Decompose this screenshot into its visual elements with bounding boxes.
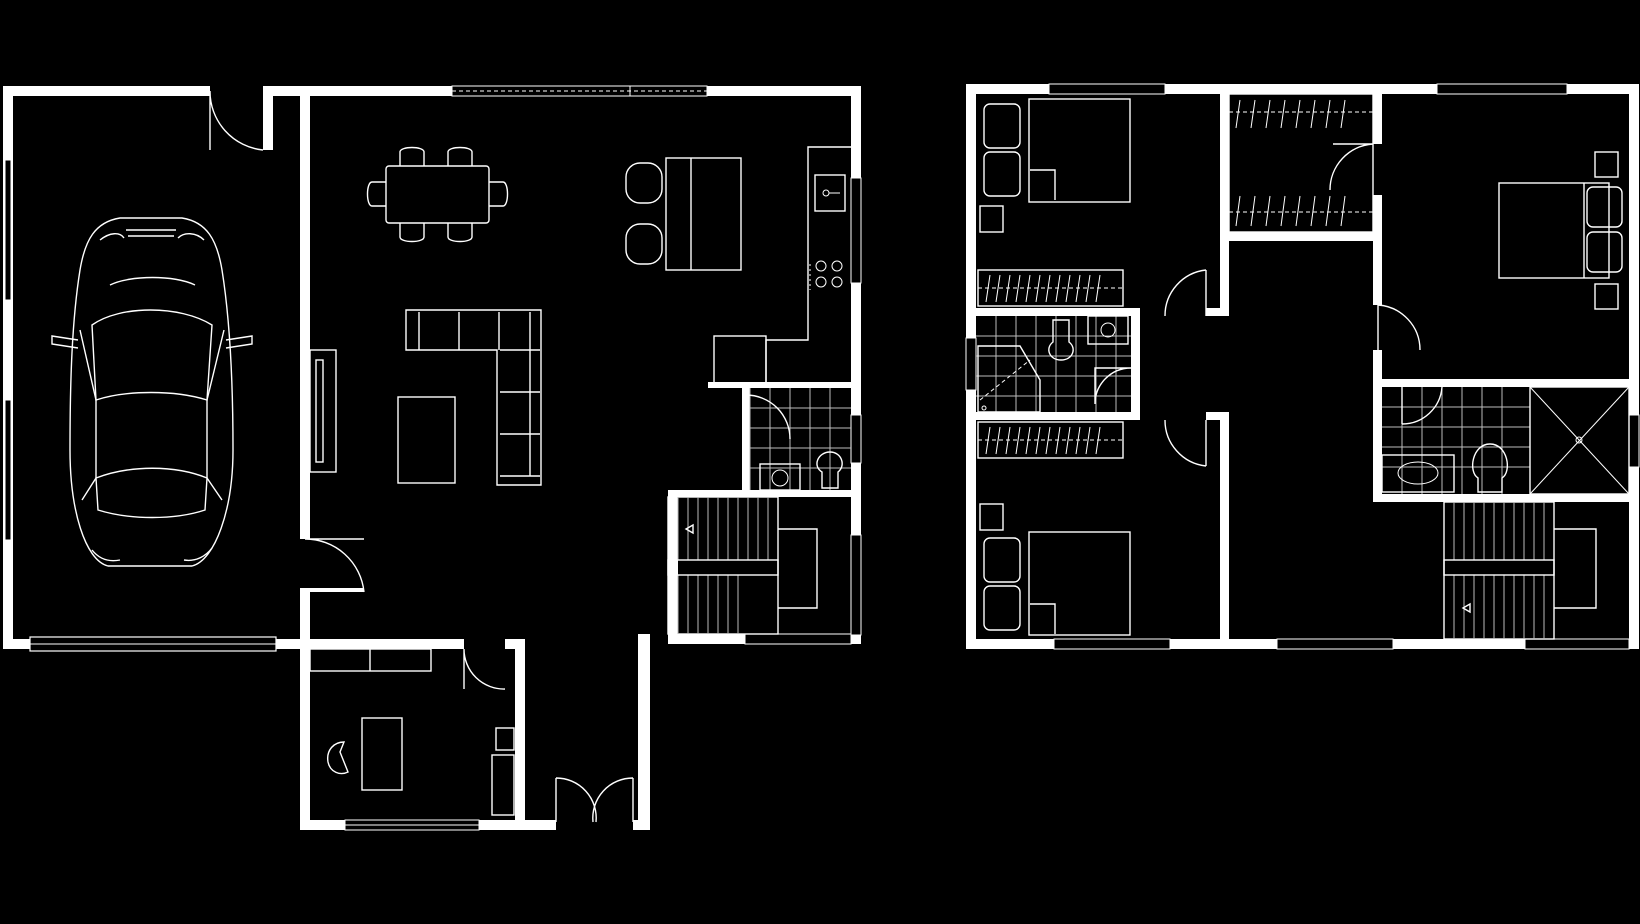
- sofa-icon: [405, 309, 542, 486]
- dining-table-icon: [366, 146, 509, 243]
- kitchen-island-icon: [625, 157, 742, 271]
- bedroom-1: [977, 98, 1131, 307]
- car-icon: [51, 217, 253, 567]
- kitchen-counter-icon: [713, 146, 851, 385]
- study: [309, 648, 515, 816]
- upper-stair: [1443, 501, 1597, 640]
- hall-door-bedroom-3: [1164, 419, 1207, 467]
- walk-in-closet: [1228, 93, 1374, 233]
- upper-floor-walls: [965, 83, 1640, 650]
- bedroom-3: [977, 421, 1131, 636]
- tv-unit-icon: [309, 349, 337, 473]
- hall-door-bedroom-1: [1164, 269, 1207, 317]
- upper-floor-plan: [965, 83, 1640, 650]
- master-bath: [1381, 386, 1630, 495]
- garage: [3, 86, 311, 652]
- shared-bath: [976, 315, 1132, 413]
- coffee-table-icon: [397, 396, 456, 484]
- entry-doors: [555, 777, 634, 823]
- bedroom-2: [1377, 151, 1623, 351]
- ground-floor-walls: [300, 85, 862, 831]
- stair: [667, 496, 818, 635]
- ground-floor-plan: [3, 85, 862, 831]
- half-bath: [668, 388, 861, 497]
